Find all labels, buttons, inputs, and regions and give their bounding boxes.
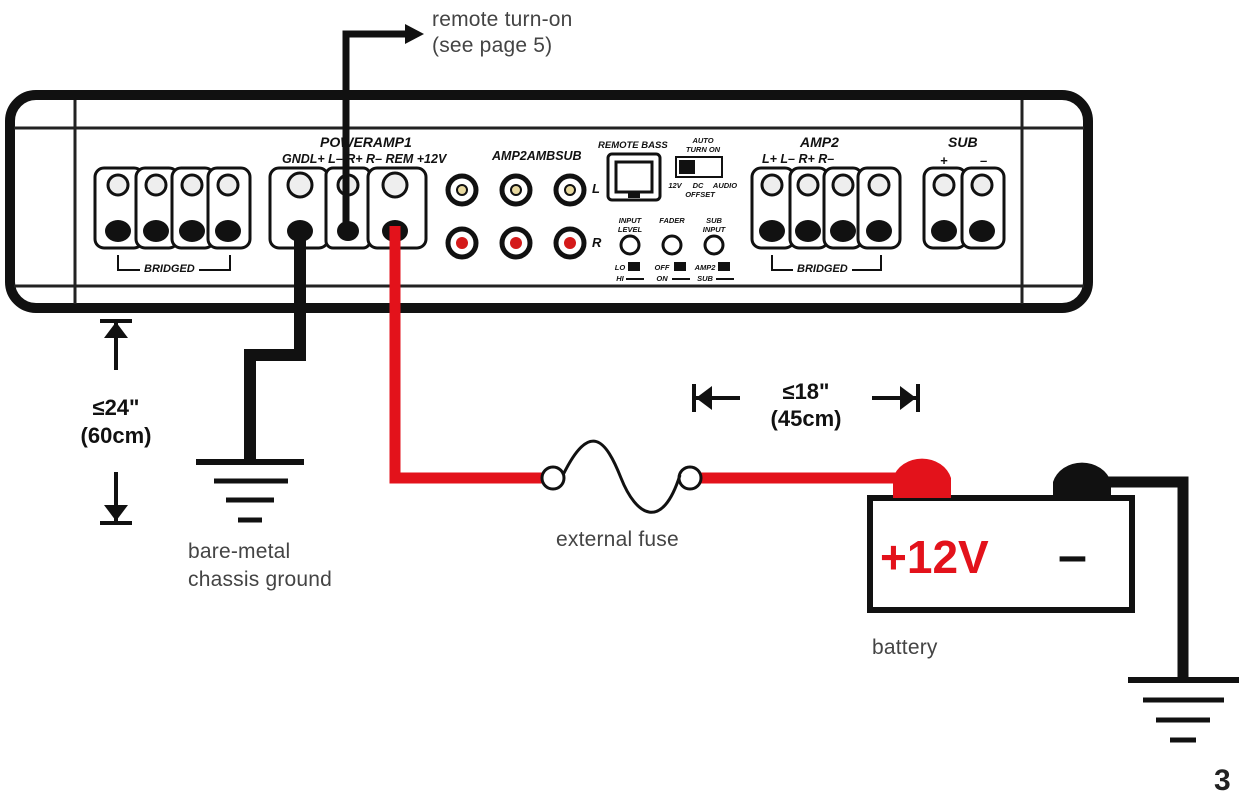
power-terminal-labels: GNDL+ L– R+ R– REM +12V bbox=[282, 152, 447, 166]
fuse-label: external fuse bbox=[556, 528, 679, 551]
bridged-right-label: BRIDGED bbox=[793, 263, 852, 275]
sub-input-label-2: INPUT bbox=[702, 225, 726, 234]
amplifier-chassis bbox=[5, 90, 1093, 313]
hi-label: HI bbox=[616, 274, 624, 283]
ground-length-label: ≤24" bbox=[92, 395, 140, 420]
amp2-terminal-block bbox=[750, 166, 902, 271]
bridged-left-label: BRIDGED bbox=[140, 263, 199, 275]
power-wire bbox=[389, 226, 922, 484]
rca-right-label: R bbox=[592, 235, 602, 250]
fuse-distance-dimension bbox=[692, 384, 920, 412]
control-knobs bbox=[619, 234, 725, 256]
remote-turn-on-label: remote turn-on bbox=[432, 8, 573, 31]
external-fuse-icon bbox=[540, 439, 703, 514]
lo-label: LO bbox=[614, 263, 626, 272]
amp2ambsub-label: AMP2AMBSUB bbox=[492, 149, 582, 163]
power-amp1-title: POWERAMP1 bbox=[320, 134, 412, 150]
sub-title: SUB bbox=[948, 134, 978, 150]
sub-plus-label: + bbox=[940, 153, 948, 168]
switch-offset-label: OFFSET bbox=[685, 190, 715, 199]
battery-label: battery bbox=[872, 636, 938, 659]
chassis-ground-wire bbox=[196, 231, 306, 523]
remote-bass-label: REMOTE BASS bbox=[598, 140, 668, 151]
remote-turn-on-wire bbox=[342, 24, 424, 231]
battery-negative-label: – bbox=[1058, 527, 1087, 585]
sub-switch-label: SUB bbox=[697, 274, 713, 283]
amp2-title: AMP2 bbox=[800, 134, 839, 150]
fuse-distance-metric: (45cm) bbox=[770, 406, 842, 431]
switch-audio-label: AUDIO bbox=[712, 181, 738, 190]
slide-switches bbox=[626, 262, 734, 280]
ground-length-dimension bbox=[100, 319, 132, 525]
battery-ground-wire bbox=[1098, 476, 1239, 743]
switch-dc-label: DC bbox=[692, 181, 704, 190]
fader-label: FADER bbox=[659, 216, 685, 225]
input-level-label-1: INPUT bbox=[618, 216, 642, 225]
switch-12v-label: 12V bbox=[668, 181, 682, 190]
ground-label-line2: chassis ground bbox=[188, 568, 333, 591]
battery-positive-label: +12V bbox=[880, 531, 989, 583]
page-number: 3 bbox=[1214, 764, 1231, 797]
input-level-label-2: LEVEL bbox=[617, 225, 643, 234]
sub-minus-label: – bbox=[980, 153, 988, 168]
auto-turn-on-label-2: TURN ON bbox=[685, 145, 721, 154]
sub-terminal-block bbox=[922, 166, 1006, 250]
auto-turn-on-label-1: AUTO bbox=[692, 136, 714, 145]
left-terminal-block bbox=[93, 166, 252, 271]
rca-left-label: L bbox=[592, 181, 600, 196]
rca-jacks bbox=[445, 173, 587, 260]
fuse-distance-label: ≤18" bbox=[782, 379, 830, 404]
remote-turn-on-page-ref: (see page 5) bbox=[432, 34, 553, 57]
battery-icon bbox=[867, 458, 1135, 613]
remote-bass-jack bbox=[606, 152, 662, 202]
amp2-terminal-labels: L+ L– R+ R– bbox=[762, 152, 835, 166]
amp2-switch-label: AMP2 bbox=[694, 263, 716, 272]
ground-length-metric: (60cm) bbox=[80, 423, 152, 448]
off-label: OFF bbox=[654, 263, 670, 272]
on-label: ON bbox=[656, 274, 668, 283]
ground-label-line1: bare-metal bbox=[188, 540, 291, 563]
sub-input-label-1: SUB bbox=[706, 216, 722, 225]
auto-turn-on-switch bbox=[675, 156, 723, 178]
